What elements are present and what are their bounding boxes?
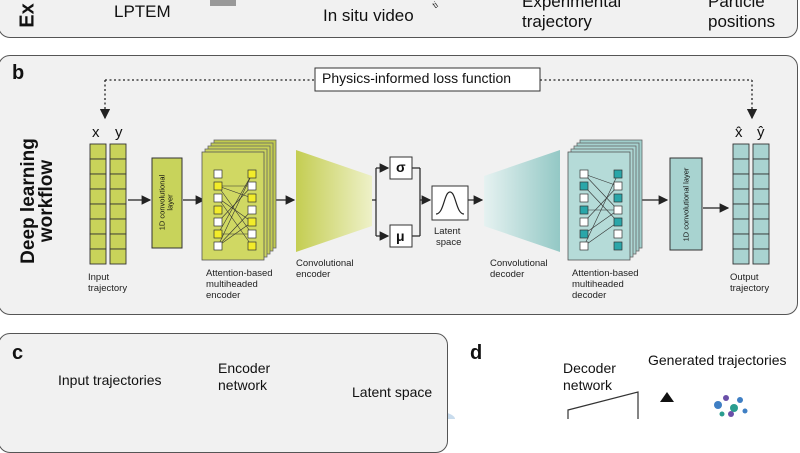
attention-decoder-stack <box>568 140 642 260</box>
encoder-network-line1: Encoder <box>218 360 270 376</box>
input-x-label: x <box>92 124 100 141</box>
convolutional-encoder <box>296 150 372 252</box>
panel-c-letter: c <box>12 342 23 365</box>
decoder-label-line1: Attention-based <box>572 268 639 279</box>
conv-decoder-label-line1: Convolutional <box>490 258 548 269</box>
latent-space-title: Latent space <box>352 384 432 400</box>
input-trajectory-line1: Input <box>88 272 109 283</box>
conv-encoder-label-line2: encoder <box>296 269 330 280</box>
latent-space-box <box>432 186 468 220</box>
arrow-up-icon <box>660 392 674 402</box>
panel-d-letter: d <box>470 342 482 365</box>
output-trajectory-grid <box>733 144 769 264</box>
encoder-label-line2: multiheaded <box>206 279 258 290</box>
encoder-network-line2: network <box>218 377 267 393</box>
convolutional-decoder <box>484 150 560 252</box>
input-trajectory-grid <box>90 144 126 264</box>
output-yhat-label: ŷ <box>757 124 765 141</box>
decoder-network-line2: network <box>563 377 612 393</box>
conv-encoder-label-line1: Convolutional <box>296 258 354 269</box>
encoder-label-line1: Attention-based <box>206 268 273 279</box>
decoder-network-shape <box>568 392 638 419</box>
generated-trajectories-label: Generated trajectories <box>648 352 787 368</box>
conv1d-decoder-label: 1D convolutional layer <box>682 160 691 250</box>
attention-encoder-stack <box>202 140 276 260</box>
input-trajectory-line2: trajectory <box>88 283 127 294</box>
decoder-label-line3: decoder <box>572 290 606 301</box>
decoder-network-line1: Decoder <box>563 360 616 376</box>
conv-decoder-label-line2: decoder <box>490 269 524 280</box>
output-xhat-label: x̂ <box>735 124 743 141</box>
mu-symbol: μ <box>396 228 405 244</box>
sigma-symbol: σ <box>396 159 406 175</box>
loss-function-label: Physics-informed loss function <box>322 70 511 86</box>
output-trajectory-line2: trajectory <box>730 283 769 294</box>
output-trajectory-line1: Output <box>730 272 759 283</box>
conv1d-encoder-label-line2: layer <box>166 163 175 243</box>
input-y-label: y <box>115 124 123 141</box>
input-trajectories-label: Input trajectories <box>58 372 162 388</box>
encoder-label-line3: encoder <box>206 290 240 301</box>
generated-trajectories-scatter <box>714 395 748 417</box>
decoder-label-line2: multiheaded <box>572 279 624 290</box>
latent-space-label-line1: Latent <box>434 226 460 237</box>
latent-space-label-line2: space <box>436 237 461 248</box>
